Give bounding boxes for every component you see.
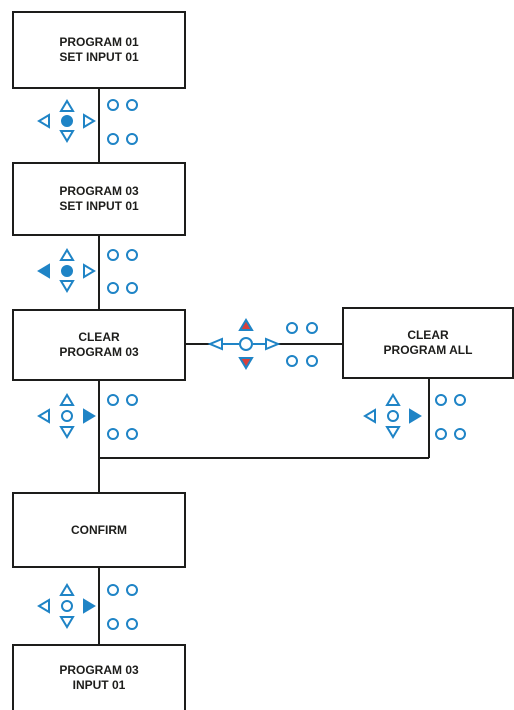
arrow-right-icon <box>265 337 281 351</box>
arrow-left-icon <box>37 598 50 614</box>
indicator-dot-icon <box>126 618 138 630</box>
arrow-left-icon <box>37 408 50 424</box>
indicator-dot-icon <box>107 249 119 261</box>
indicator-dot-icon <box>435 394 447 406</box>
arrow-right-icon <box>83 408 96 424</box>
arrow-down-icon <box>59 130 75 143</box>
indicator-dot-icon <box>435 428 447 440</box>
step-line: PROGRAM 01 <box>59 35 139 49</box>
indicator-dot-icon <box>306 355 318 367</box>
step-box-confirm: CONFIRM <box>12 492 186 568</box>
arrow-left-icon <box>37 263 50 279</box>
arrow-up-icon <box>59 99 75 112</box>
arrow-up-icon <box>59 583 75 596</box>
indicator-dot-icon <box>306 322 318 334</box>
arrow-down-icon <box>385 426 401 439</box>
arrow-left-icon <box>207 337 223 351</box>
center-button-icon <box>61 265 73 277</box>
indicator-dot-icon <box>126 428 138 440</box>
indicator-dot-icon <box>126 133 138 145</box>
center-button-icon <box>239 337 253 351</box>
center-button-icon <box>387 410 399 422</box>
indicator-dot-icon <box>107 133 119 145</box>
center-button-icon <box>61 115 73 127</box>
arrow-up-icon <box>238 318 254 331</box>
step-line: INPUT 01 <box>72 678 126 692</box>
step-line: PROGRAM ALL <box>383 343 473 357</box>
step-line: PROGRAM 03 <box>59 184 139 198</box>
arrow-right-icon <box>83 598 96 614</box>
indicator-dot-icon <box>107 394 119 406</box>
center-button-icon <box>61 410 73 422</box>
arrow-down-icon <box>59 280 75 293</box>
indicator-dot-icon <box>107 584 119 596</box>
indicator-dot-icon <box>126 394 138 406</box>
indicator-dot-icon <box>107 428 119 440</box>
indicator-dot-icon <box>126 99 138 111</box>
arrow-right-icon <box>409 408 422 424</box>
indicator-dot-icon <box>107 99 119 111</box>
step-line: CONFIRM <box>71 522 127 537</box>
arrow-left-icon <box>37 113 50 129</box>
indicator-dot-icon <box>454 428 466 440</box>
indicator-dot-icon <box>126 249 138 261</box>
arrow-down-icon <box>59 426 75 439</box>
arrow-up-icon <box>59 248 75 261</box>
indicator-dot-icon <box>454 394 466 406</box>
arrow-down-icon <box>238 357 254 370</box>
indicator-dot-icon <box>126 584 138 596</box>
step-line: PROGRAM 03 <box>59 345 139 359</box>
center-button-icon <box>61 600 73 612</box>
step-line: SET INPUT 01 <box>59 199 139 213</box>
indicator-dot-icon <box>107 282 119 294</box>
step-line: CLEAR <box>407 328 449 342</box>
arrow-up-icon <box>59 393 75 406</box>
indicator-dot-icon <box>107 618 119 630</box>
indicator-dot-icon <box>126 282 138 294</box>
arrow-right-icon <box>83 113 96 129</box>
step-line: CLEAR <box>78 330 120 344</box>
step-line: PROGRAM 03 <box>59 663 139 677</box>
arrow-up-icon <box>385 393 401 406</box>
indicator-dot-icon <box>286 355 298 367</box>
step-line: SET INPUT 01 <box>59 50 139 64</box>
arrow-left-icon <box>363 408 376 424</box>
arrow-right-icon <box>83 263 96 279</box>
arrow-down-icon <box>59 616 75 629</box>
indicator-dot-icon <box>286 322 298 334</box>
